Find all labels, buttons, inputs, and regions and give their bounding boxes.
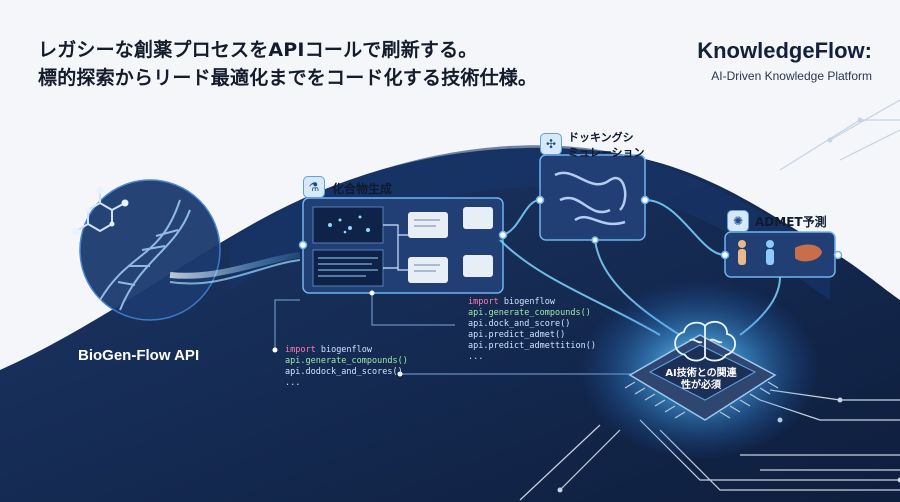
dna-helix bbox=[99, 199, 191, 311]
headline-line-2: 標的探索からリード最適化までをコード化する技術仕様。 bbox=[38, 67, 538, 89]
code-keyword: import bbox=[285, 345, 316, 355]
code-line: api.predict_admet() bbox=[468, 330, 566, 340]
stage-admet-label: ADMET予測 bbox=[755, 215, 827, 229]
brain-icon bbox=[674, 320, 737, 362]
ai-chip bbox=[624, 334, 779, 421]
headline-line-1: レガシーな創薬プロセスをAPIコールで刷新する。 bbox=[38, 39, 478, 61]
brain-icon: ✺ bbox=[727, 210, 749, 232]
code-snippet-right: import biogenflow api.generate_compounds… bbox=[468, 297, 596, 363]
stage-docking-box bbox=[539, 154, 646, 241]
navy-wave-upper bbox=[230, 145, 830, 300]
code-line: api.generate_compounds() bbox=[468, 308, 591, 318]
code-line: ... bbox=[285, 378, 301, 388]
molecule-icon: ✣ bbox=[540, 133, 562, 155]
api-source-circle bbox=[79, 179, 221, 321]
chip-label-line-1: AI技術との関連 bbox=[665, 368, 737, 379]
chip-label-line-2: 性が必須 bbox=[681, 380, 721, 391]
code-module: biogenflow bbox=[498, 297, 556, 307]
stage-docking-label: ドッキングシ ミュレーション bbox=[568, 130, 645, 160]
stage-compound-label: 化合物生成 bbox=[332, 182, 393, 196]
code-line: api.generate_compounds() bbox=[285, 356, 408, 366]
code-line: api.dodock_and_scores() bbox=[285, 367, 403, 377]
brand-title: KnowledgeFlow: bbox=[697, 38, 872, 63]
brand-subtitle: AI-Driven Knowledge Platform bbox=[711, 69, 872, 83]
code-line: api.predict_admettition() bbox=[468, 341, 596, 351]
stage-docking-label-line-1: ドッキングシ bbox=[568, 131, 634, 144]
headline: レガシーな創薬プロセスをAPIコールで刷新する。 標的探索からリード最適化までを… bbox=[38, 36, 537, 92]
code-module: biogenflow bbox=[315, 345, 373, 355]
flask-icon: ⚗ bbox=[303, 176, 325, 198]
code-snippet-left: import biogenflow api.generate_compounds… bbox=[285, 345, 408, 389]
code-line: ... bbox=[468, 352, 484, 362]
brand-block: KnowledgeFlow: AI-Driven Knowledge Platf… bbox=[697, 38, 872, 83]
stage-docking-label-line-2: ミュレーション bbox=[568, 146, 645, 159]
chip-label: AI技術との関連 性が必須 bbox=[660, 368, 742, 392]
code-line: api.dock_and_score() bbox=[468, 319, 571, 329]
api-source-title: BioGen-Flow API bbox=[78, 347, 200, 364]
code-keyword: import bbox=[468, 297, 499, 307]
